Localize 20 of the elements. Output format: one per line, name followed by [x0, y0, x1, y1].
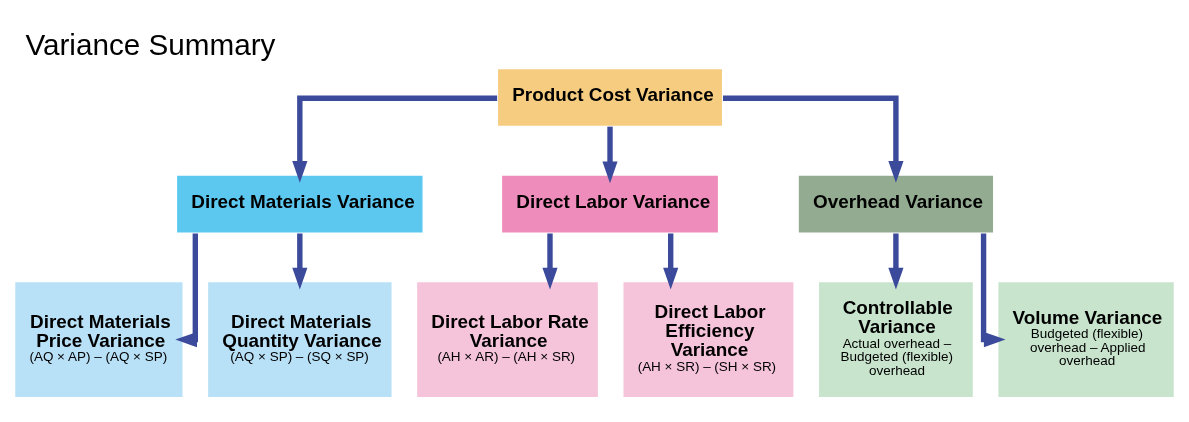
- diagram-title: Variance Summary: [25, 27, 276, 61]
- arrow: [980, 233, 1006, 347]
- node-box: Direct Materials Variance: [175, 173, 424, 234]
- arrow: [175, 233, 198, 347]
- arrow: [888, 233, 904, 289]
- arrow: [723, 95, 904, 183]
- node-box: Direct Materials Quantity Variance (AQ × SP) – (SQ × SP): [206, 280, 393, 398]
- arrow: [602, 126, 618, 183]
- arrow: [292, 233, 308, 289]
- arrow: [663, 233, 679, 289]
- node-box: Direct Labor Rate Variance (AH × AR) – (AH × SR): [415, 280, 600, 398]
- node-box: Direct Labor Variance: [500, 173, 720, 234]
- node-box: Controllable Variance Actual overhead – Budgeted (flexible) overhead: [817, 280, 975, 398]
- arrow: [292, 95, 498, 183]
- node-box: Product Cost Variance: [496, 67, 724, 127]
- node-box: Direct Labor Efficiency Variance (AH × SR) – (SH × SR): [622, 280, 795, 398]
- arrow: [542, 233, 558, 289]
- node-box: Overhead Variance: [797, 173, 995, 234]
- node-box: Direct Materials Price Variance (AQ × AP) – (AQ × SP): [13, 280, 184, 398]
- node-box: Volume Variance Budgeted (flexible) overhead – Applied overhead: [997, 280, 1176, 398]
